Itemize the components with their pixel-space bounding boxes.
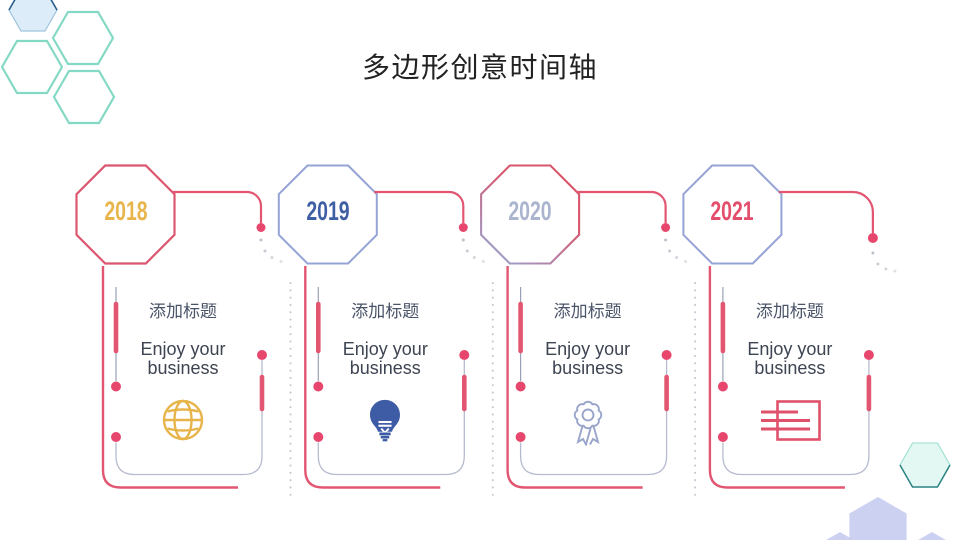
connector-line — [576, 190, 667, 223]
card-body: Enjoy your business — [140, 339, 226, 378]
dot-trail — [664, 238, 688, 263]
connector-line — [172, 190, 263, 223]
globe-icon — [161, 398, 205, 447]
lavender-hexagon — [918, 532, 946, 540]
octagon-shape — [75, 164, 176, 265]
timeline-dot — [515, 381, 526, 392]
connector-dot — [661, 223, 671, 232]
connector-dot — [867, 233, 878, 243]
card-outline — [722, 360, 870, 476]
octagon-shape — [277, 164, 378, 265]
timeline-dot — [257, 350, 267, 360]
timeline-dot — [313, 432, 324, 442]
timeline-item-2020 — [480, 164, 688, 489]
dot-trail — [871, 251, 897, 273]
page-title: 多边形创意时间轴 — [361, 52, 598, 83]
mint-hexagon — [51, 10, 115, 66]
timeline-card: 添加标题 Enjoy your business — [709, 280, 871, 495]
card-title: 添加标题 — [149, 302, 217, 321]
card-title: 添加标题 — [553, 302, 622, 321]
document-icon — [758, 398, 822, 449]
timeline-card: 添加标题 Enjoy your business — [507, 280, 669, 495]
timeline-dot — [717, 381, 728, 392]
timeline-dot — [661, 350, 672, 360]
card-outline — [115, 360, 263, 476]
bottomright-hexagon-decor — [826, 442, 951, 540]
card-title: 添加标题 — [351, 302, 420, 321]
timeline-item-2021 — [682, 164, 897, 489]
year-label-2019: 2019 — [306, 196, 350, 226]
card-accent-line — [708, 266, 845, 489]
connector-dot — [256, 223, 266, 232]
mint-hexagon — [0, 39, 64, 95]
timeline-item-2018 — [75, 164, 283, 489]
card-accent-line — [506, 266, 643, 489]
year-label-2020: 2020 — [508, 196, 552, 226]
card-accent-line — [304, 266, 441, 489]
topleft-hexagon-decor — [0, 0, 116, 125]
octagon-shape — [682, 164, 783, 265]
dotted-separators — [289, 282, 697, 498]
timeline-dot — [863, 350, 874, 360]
timeline-card: 添加标题 Enjoy your business — [102, 280, 264, 495]
connector-line — [374, 190, 465, 223]
card-outline — [519, 360, 668, 476]
timeline-dot — [111, 381, 121, 392]
mint-filled-hexagon — [899, 442, 951, 488]
mint-hexagon — [52, 69, 116, 125]
lightbulb-icon — [368, 398, 402, 448]
octagon-shape — [480, 164, 581, 265]
year-label-2021: 2021 — [710, 196, 755, 226]
lavender-hexagon — [849, 497, 907, 540]
card-body: Enjoy your business — [747, 339, 833, 378]
lavender-hexagon — [826, 532, 854, 540]
year-label-2018: 2018 — [103, 196, 148, 226]
timeline-dot — [459, 350, 470, 360]
card-body: Enjoy your business — [342, 339, 428, 378]
timeline-card: 添加标题 Enjoy your business — [304, 280, 466, 495]
timeline-dot — [313, 381, 324, 392]
medal-icon — [566, 398, 610, 451]
dot-trail — [259, 238, 283, 263]
timeline-dot — [717, 432, 728, 442]
connector-dot — [458, 223, 468, 232]
hexagon-outline-edge — [899, 464, 951, 488]
connector-line — [778, 190, 875, 233]
timeline-dot — [515, 432, 526, 442]
card-body: Enjoy your business — [545, 339, 631, 378]
timeline-item-2019 — [277, 164, 485, 489]
card-title: 添加标题 — [755, 302, 824, 321]
timeline-dot — [111, 432, 121, 442]
card-accent-line — [101, 266, 238, 489]
card-outline — [317, 360, 465, 476]
filled-hexagon — [8, 0, 58, 32]
dot-trail — [461, 238, 485, 263]
